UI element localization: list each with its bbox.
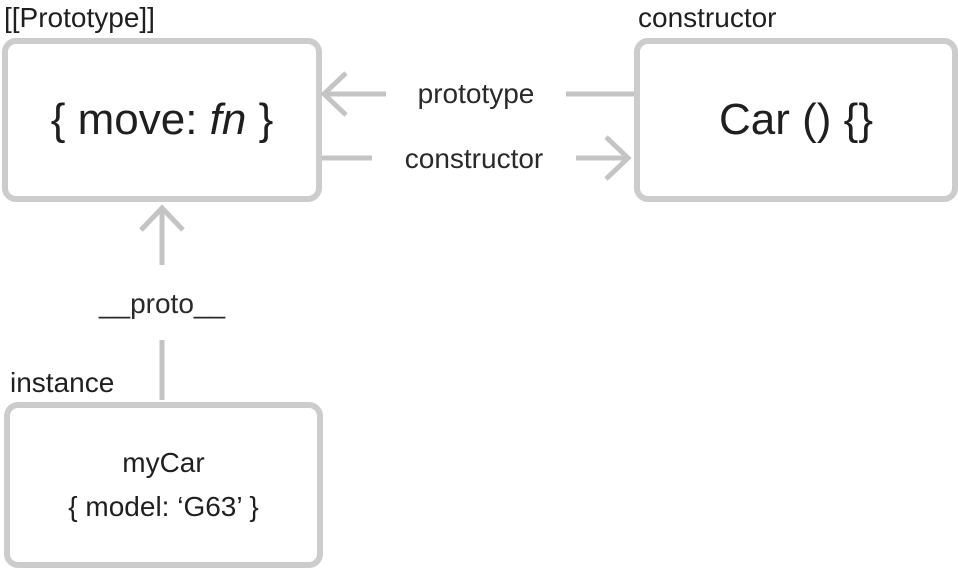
- constructor-caption: constructor: [638, 2, 777, 33]
- prototype-object-box[interactable]: { move: fn }: [2, 38, 322, 202]
- instance-box[interactable]: myCar { model: ‘G63’ }: [4, 402, 323, 568]
- prototype-content-open: { move:: [50, 95, 210, 144]
- prototype-arrowhead: [320, 71, 348, 117]
- prototype-content-fn: fn: [209, 95, 247, 144]
- instance-props: { model: ‘G63’ }: [68, 491, 259, 522]
- proto-edge-label: __proto__: [98, 288, 226, 319]
- prototype-edge-label: prototype: [417, 78, 535, 109]
- constructor-function-content: Car () {}: [718, 95, 874, 144]
- prototype-caption: [[Prototype]]: [4, 2, 155, 33]
- constructor-function-box[interactable]: Car () {}: [634, 38, 958, 202]
- instance-caption: instance: [10, 367, 115, 398]
- constructor-arrowhead: [604, 135, 632, 181]
- proto-arrowhead: [139, 204, 185, 232]
- prototype-content-close: }: [246, 95, 274, 144]
- prototype-object-content: { move: fn }: [51, 98, 274, 142]
- constructor-edge-label: constructor: [404, 143, 544, 174]
- instance-name: myCar: [122, 447, 205, 479]
